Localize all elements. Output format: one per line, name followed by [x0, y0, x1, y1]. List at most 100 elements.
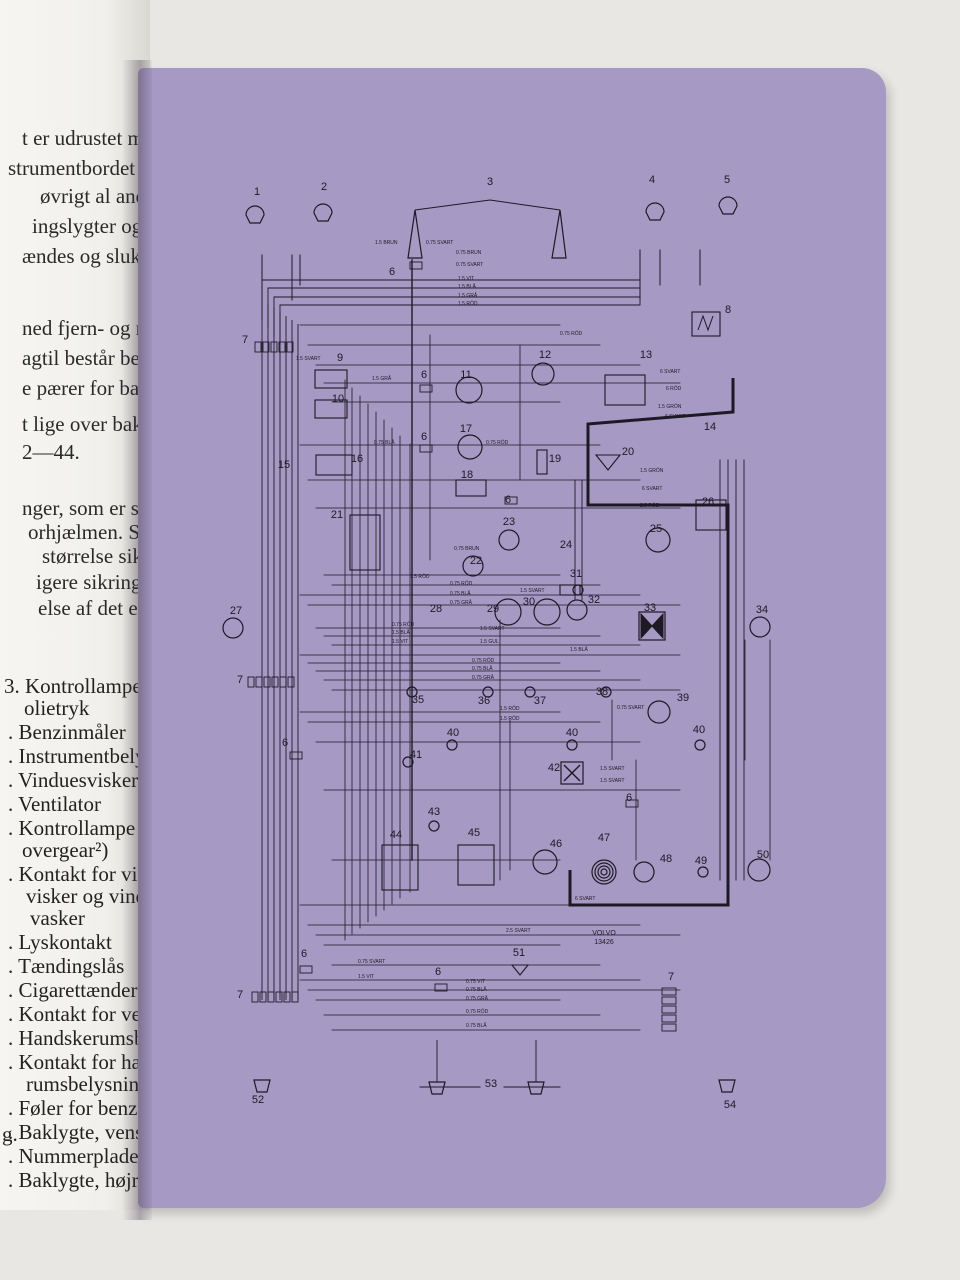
- legend-list-item: . Benzinmåler: [8, 720, 126, 744]
- component-number: 20: [622, 446, 634, 458]
- wire-label: 0.75 GRÅ: [466, 995, 489, 1002]
- wire-label: 0.75 RÖD: [392, 621, 415, 628]
- wire-label: 0.75 SVART: [617, 705, 644, 711]
- wire-label: 0.75 SVART: [456, 262, 483, 268]
- gauge-symbol: [747, 858, 771, 882]
- wire-label: 0.75 GRÅ: [472, 674, 495, 681]
- connector-block: [259, 991, 267, 1003]
- connector-6: [409, 261, 423, 270]
- page-text-line: ned fjern- og nærlys-: [22, 316, 150, 340]
- cigarette-lighter-spiral: [594, 862, 614, 882]
- page-text-line: agtil består belysningen: [22, 346, 150, 370]
- relay-box: [691, 311, 721, 337]
- wire: [273, 265, 641, 337]
- wire-label: 1.5 SVART: [296, 356, 321, 362]
- page-text-line: ændes og slukkes,: [22, 244, 150, 268]
- gauge-symbol: [749, 616, 771, 638]
- connector-block: [661, 1005, 677, 1014]
- wiper-motor-symbol: [551, 209, 567, 259]
- component-number: 47: [598, 832, 610, 844]
- component-number: 43: [428, 806, 440, 818]
- sender-symbol: [536, 449, 548, 475]
- cigarette-lighter-spiral: [600, 868, 608, 876]
- wire-label: 0.75 SVART: [426, 240, 453, 246]
- component-number: 28: [430, 603, 442, 615]
- component-number: 6: [301, 948, 307, 960]
- connector-6: [419, 444, 433, 453]
- component-number: 19: [549, 453, 561, 465]
- component-number: 6: [435, 966, 441, 978]
- component-number: 38: [596, 686, 608, 698]
- legend-list-item: olietryk: [24, 696, 90, 720]
- lamp-symbol: [406, 686, 418, 698]
- wire-label: 1.5 GRÖN: [658, 403, 682, 410]
- wire-label: 2.5 RÖD: [640, 502, 660, 509]
- wire-label: 1.5 GRÅ: [458, 292, 478, 299]
- legend-list-item: rumsbelysning: [26, 1072, 150, 1096]
- legend-list-item: . Baklygte, højre: [8, 1168, 148, 1192]
- wire-label: 1.5 GUL: [480, 639, 499, 645]
- component-number: 7: [668, 971, 674, 983]
- wire-label: 6 SVART: [665, 414, 685, 420]
- connector-6: [299, 965, 313, 974]
- relay-box: [455, 479, 487, 497]
- connector-block: [270, 341, 278, 353]
- component-number: 16: [351, 453, 363, 465]
- legend-list-item: . Kontrollampe for: [8, 816, 150, 840]
- component-number: 22: [470, 555, 482, 567]
- wiper-motor-symbol: [407, 209, 423, 259]
- gauge-symbol: [494, 598, 522, 626]
- component-number: 30: [523, 596, 535, 608]
- wire: [267, 265, 641, 328]
- legend-list-item: . Kontakt for ventilator: [8, 1002, 150, 1026]
- wire-label: 1.5 BLÅ: [570, 646, 588, 653]
- lamp-symbol: [572, 584, 584, 596]
- wire: [414, 199, 561, 211]
- gauge-symbol: [457, 434, 483, 460]
- wire: [563, 764, 581, 782]
- wire-label: 1.5 GRÅ: [372, 375, 392, 382]
- wire-label: 1.5 RÖD: [500, 705, 520, 712]
- wire-label: 0.75 RÖD: [472, 657, 495, 664]
- wire-label: 0.75 RÖD: [560, 330, 583, 337]
- gauge-symbol: [455, 376, 483, 404]
- legend-list-item: . Lyskontakt: [8, 930, 112, 954]
- component-number: 52: [252, 1094, 264, 1106]
- wire-label: 0.75 BLÅ: [466, 986, 487, 993]
- page-text-line: t lige over bakspejl: [22, 412, 150, 436]
- wire-label: 0.75 BRUN: [454, 546, 480, 552]
- connector-block: [278, 341, 286, 353]
- lamp-symbol: [600, 686, 612, 698]
- wire-label: 1.5 BLÅ: [392, 629, 410, 636]
- component-number: 46: [550, 838, 562, 850]
- connector-block: [286, 341, 294, 353]
- component-number: 23: [503, 516, 515, 528]
- legend-list-item: . Instrumentbelysning: [8, 744, 150, 768]
- component-number: 53: [485, 1078, 497, 1090]
- gauge-symbol: [222, 617, 244, 639]
- connector-6: [434, 983, 448, 992]
- component-number: 12: [539, 349, 551, 361]
- lamp-symbol: [446, 739, 458, 751]
- connector-block: [262, 341, 270, 353]
- page-text-line: ingslygter og inderbel: [32, 214, 150, 238]
- connector-block: [247, 676, 255, 688]
- legend-list-item: . Føler for benzinmåler: [8, 1096, 150, 1120]
- rear-lamp-symbol: [527, 1081, 545, 1095]
- page-text-line: igere sikring ikke ison: [36, 570, 150, 594]
- wire-label: 0.75 RÖD: [486, 439, 509, 446]
- legend-list-item: visker og vindspejl-: [26, 884, 150, 908]
- legend-list-item: overgear²): [22, 838, 109, 862]
- component-number: 44: [390, 829, 402, 841]
- legend-list-item: . Baklygte, venstre: [8, 1120, 150, 1144]
- legend-list-item: . Vinduesvisker: [8, 768, 139, 792]
- lamp-symbol: [697, 866, 709, 878]
- ground-symbol: [510, 964, 530, 976]
- wire-label: 0.75 SVART: [358, 959, 385, 965]
- component-number: 50: [757, 849, 769, 861]
- wire-label: 2.5 SVART: [506, 928, 531, 934]
- component-number: 35: [412, 694, 424, 706]
- component-number: 6: [421, 369, 427, 381]
- wire-label: 1.5 RÖD: [458, 300, 478, 307]
- switch-box: [457, 844, 495, 886]
